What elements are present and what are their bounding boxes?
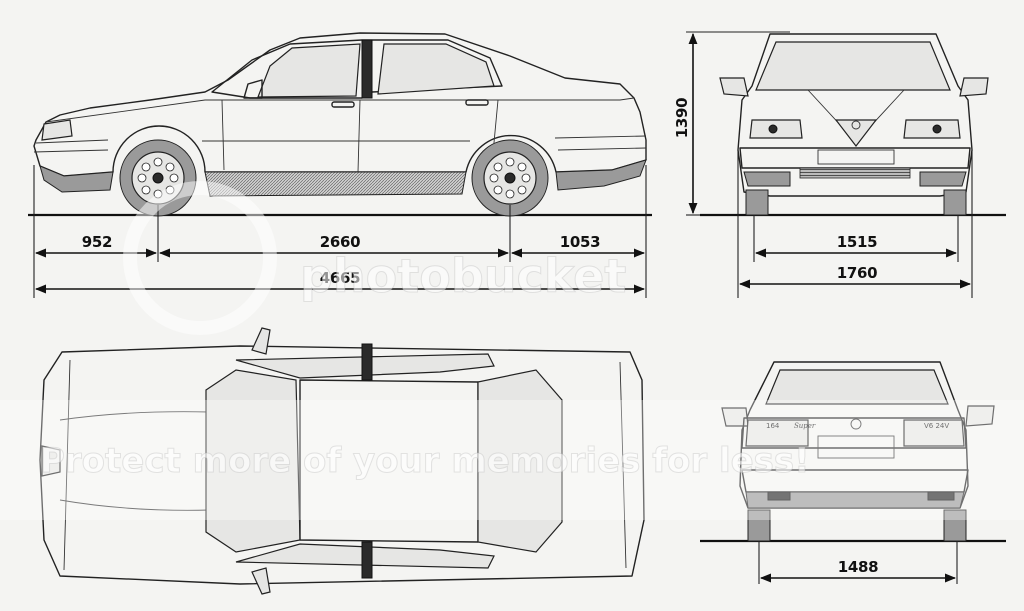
dim-rear-track: 1488	[759, 558, 957, 583]
top-bonnet-lines	[59, 411, 211, 511]
front-bumper	[739, 147, 971, 169]
front-grille-shield	[834, 119, 878, 147]
side-rear-door-handle	[465, 99, 489, 106]
side-rear-bumper	[555, 159, 647, 191]
watermark-brand: photobucket	[300, 249, 626, 303]
rear-plate-area	[817, 435, 895, 459]
side-body-outline	[33, 32, 647, 177]
dim-height: 1390	[673, 31, 790, 216]
rear-right-tyre	[943, 509, 967, 542]
side-dimension-extensions	[33, 165, 647, 298]
watermark-logo-icon	[123, 181, 277, 335]
rear-right-taillamp	[903, 419, 965, 447]
dim-rear-overhang-label: 1053	[560, 233, 601, 251]
side-bumper-strip	[33, 147, 647, 153]
front-plate-area	[817, 149, 895, 165]
side-front-window	[257, 43, 361, 98]
side-rocker-sill	[204, 171, 467, 197]
rear-emblem-icon	[850, 418, 862, 430]
side-beltline	[45, 97, 635, 123]
side-rear-wheel	[471, 139, 549, 217]
front-right-tyre	[943, 189, 967, 216]
watermark-band	[0, 400, 1024, 520]
rear-dimension-extensions	[758, 541, 958, 584]
side-view	[28, 32, 652, 217]
side-lower-line	[35, 135, 647, 144]
top-right-mirror	[251, 567, 271, 595]
dim-rear-track-label: 1488	[838, 558, 879, 576]
rear-view: 164 Super V6 24V	[700, 361, 1006, 543]
top-front-badge-icon	[41, 445, 61, 477]
side-rear-window	[377, 43, 495, 95]
front-right-foglamp	[919, 171, 967, 187]
front-dimension-extensions	[737, 150, 973, 298]
front-right-headlamp	[903, 119, 961, 139]
top-right-b-pillar	[361, 541, 373, 579]
side-door-cuts	[221, 99, 499, 173]
dim-height-label: 1390	[673, 98, 691, 139]
top-shoulder-lines	[63, 359, 627, 571]
front-windshield	[755, 41, 951, 91]
rear-right-mirror	[965, 405, 995, 427]
side-front-lamp	[41, 119, 73, 141]
top-left-mirror	[251, 327, 271, 355]
side-mirror	[243, 79, 263, 99]
rear-left-taillamp	[745, 419, 809, 447]
side-greenhouse	[211, 39, 503, 99]
rear-taillamp-band	[741, 417, 967, 449]
top-left-b-pillar	[361, 343, 373, 381]
front-body-outline	[737, 33, 973, 197]
top-body-outline	[39, 345, 645, 585]
rear-lower-valance	[745, 491, 965, 509]
dim-wheelbase: 2660	[158, 233, 510, 258]
front-left-foglamp	[743, 171, 791, 187]
watermark: photobucket Protect more of your memorie…	[0, 181, 1024, 520]
rear-window	[765, 369, 949, 405]
top-view	[39, 327, 645, 595]
side-front-bumper	[39, 165, 114, 193]
dim-front-track-label: 1515	[837, 233, 878, 251]
dim-wheelbase-label: 2660	[320, 233, 361, 251]
front-emblem-icon	[851, 120, 861, 130]
front-right-mirror	[959, 77, 989, 97]
watermark-slogan: Protect more of your memories for less!	[40, 441, 810, 481]
rear-badge-engine: V6 24V	[924, 422, 949, 430]
rear-badge-trim: Super	[794, 422, 816, 430]
front-lower-intake	[799, 167, 911, 179]
dim-rear-overhang: 1053	[510, 233, 646, 258]
dim-overall-width-label: 1760	[837, 264, 878, 282]
rear-exhaust	[767, 491, 791, 501]
dim-overall-width: 1760	[738, 264, 972, 289]
side-front-door-handle	[331, 101, 355, 108]
front-left-tyre	[745, 189, 769, 216]
top-rear-window	[477, 369, 563, 553]
front-left-mirror	[719, 77, 749, 97]
dim-front-overhang-label: 952	[82, 233, 112, 251]
dim-front-track: 1515	[754, 233, 958, 258]
rear-fog-lamp	[927, 491, 955, 501]
front-view	[700, 33, 1006, 217]
side-b-pillar	[361, 39, 373, 99]
dim-overall-length-label: 4665	[320, 269, 361, 287]
rear-badge-model: 164	[766, 422, 780, 430]
